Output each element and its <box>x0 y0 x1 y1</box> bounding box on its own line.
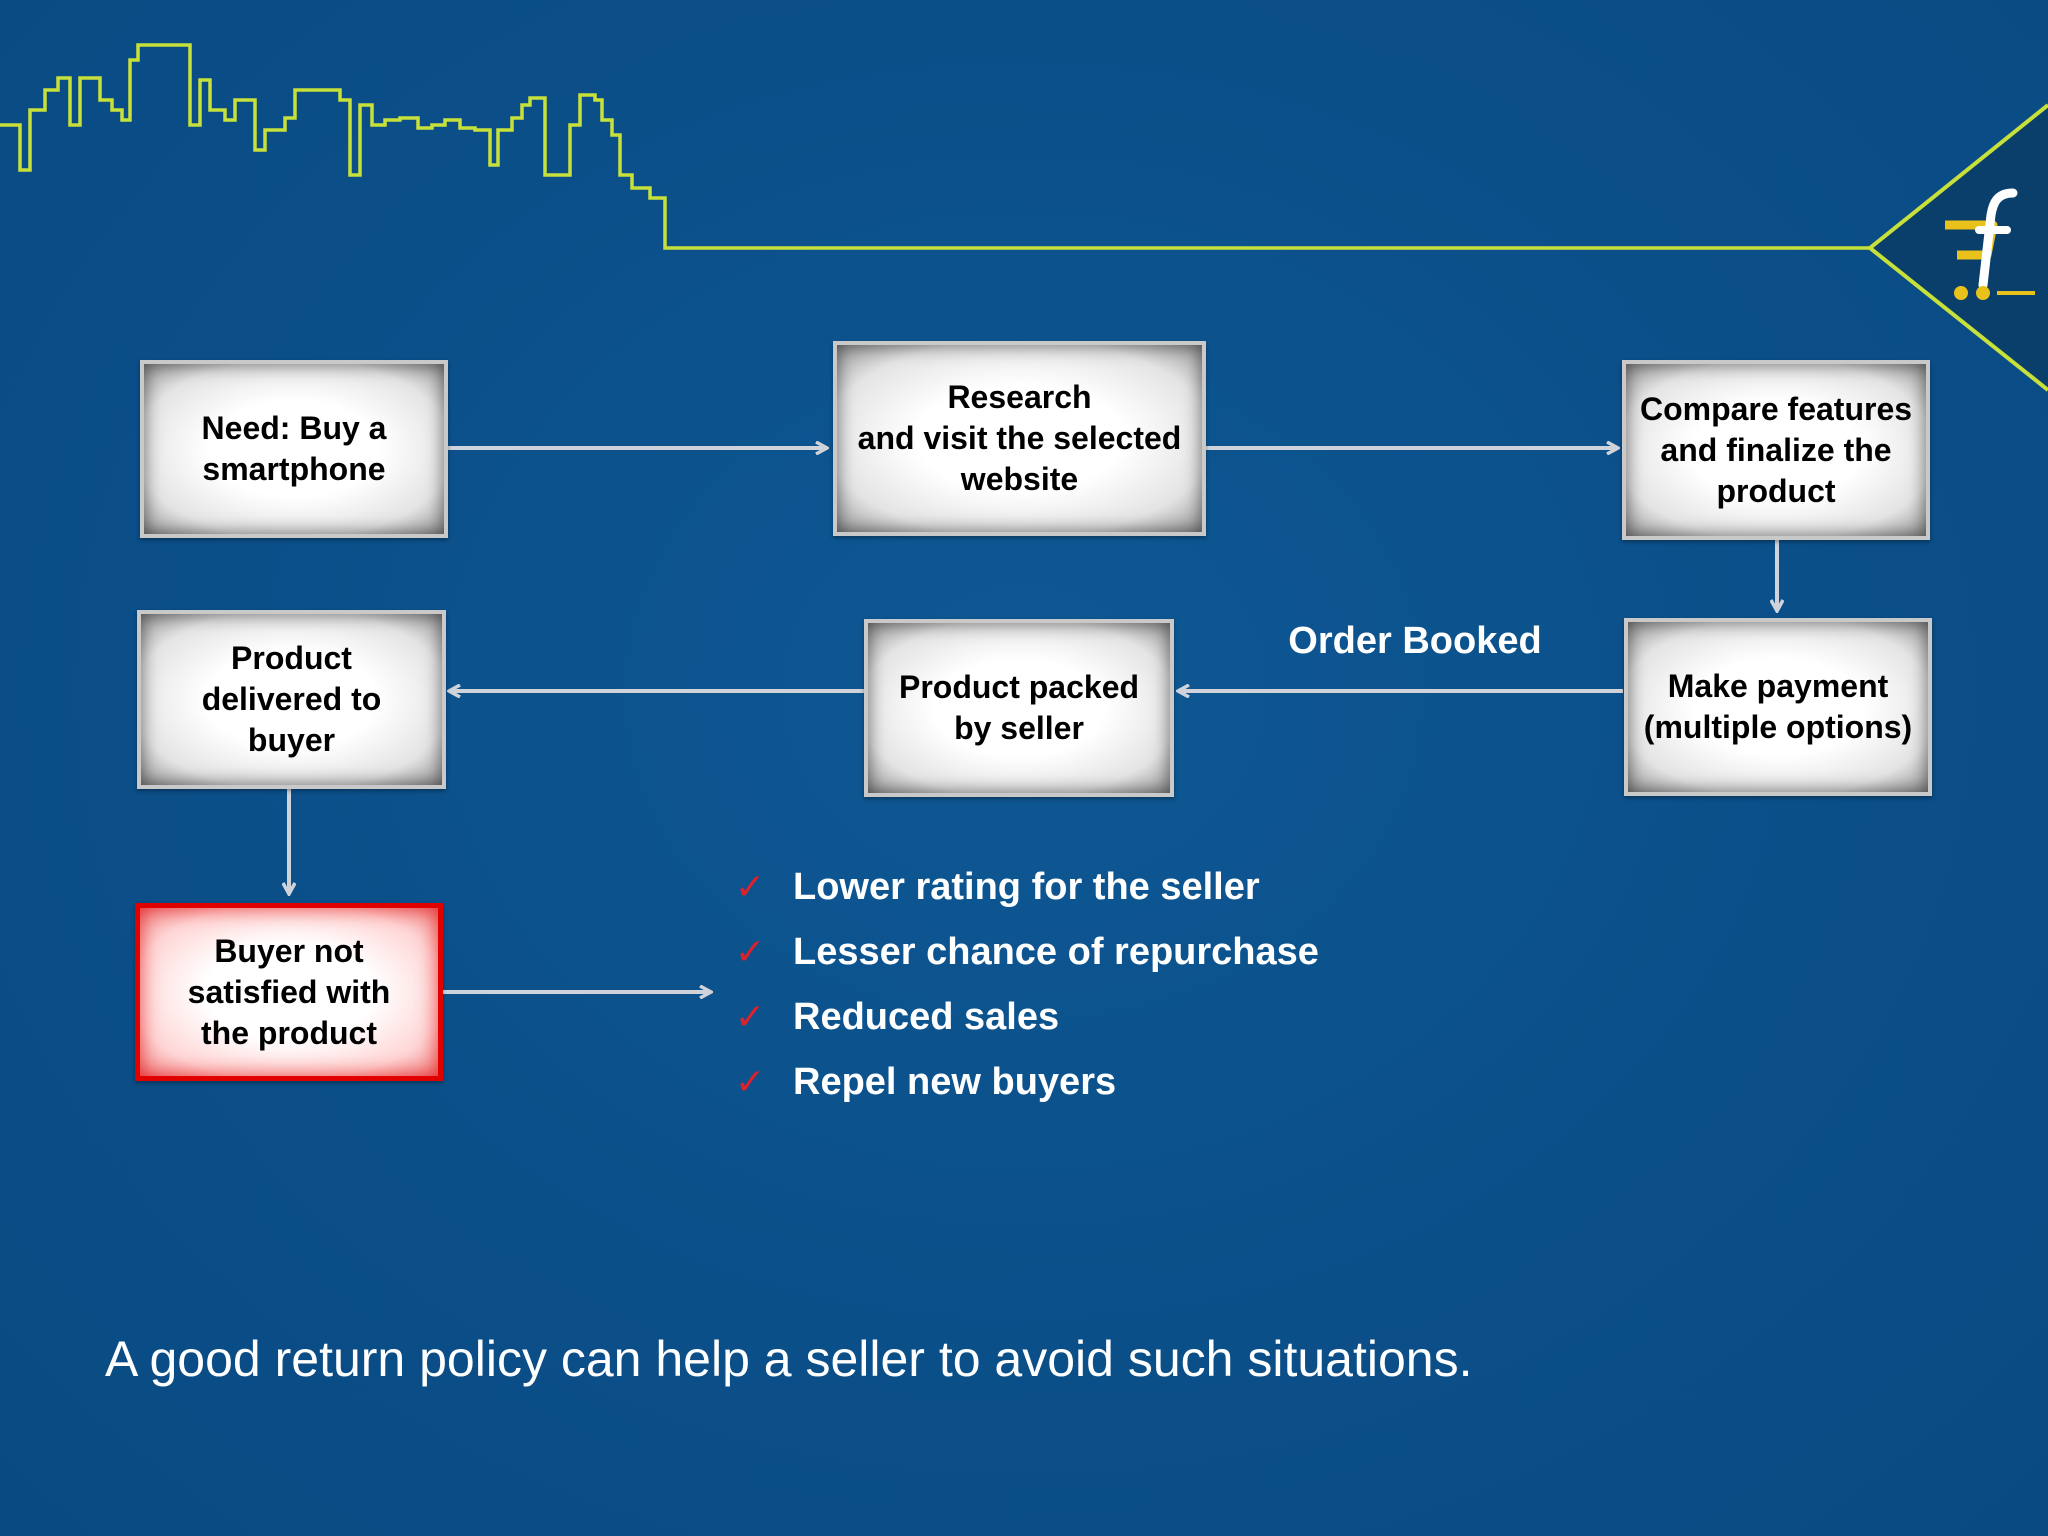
step-packed-box: Product packed by seller <box>864 619 1174 797</box>
step-research-box: Research and visit the selected website <box>833 341 1206 536</box>
list-item: ✓ Lower rating for the seller <box>735 855 1319 920</box>
step-compare-line-3: product <box>1716 472 1836 509</box>
consequence-text: Lower rating for the seller <box>793 866 1260 908</box>
step-packed-line-2: by seller <box>954 710 1084 746</box>
step-payment-box: Make payment (multiple options) <box>1624 618 1932 796</box>
step-delivered-line-1: Product <box>231 640 352 676</box>
step-delivered-line-2: delivered to <box>201 681 382 717</box>
consequence-text: Repel new buyers <box>793 1061 1117 1103</box>
step-need-line-1: Need: Buy a <box>201 410 387 446</box>
consequences-list: ✓ Lower rating for the seller ✓ Lesser c… <box>735 855 1319 1115</box>
step-unsatisfied-line-1: Buyer not <box>214 932 364 969</box>
footer-statement: A good return policy can help a seller t… <box>105 1331 1473 1387</box>
step-delivered-line-3: buyer <box>247 722 336 758</box>
city-skyline <box>0 43 1870 250</box>
list-item: ✓ Repel new buyers <box>735 1050 1319 1115</box>
flipkart-cart-icon <box>1945 188 2035 300</box>
step-need-line-2: smartphone <box>202 451 386 487</box>
step-unsatisfied-line-3: the product <box>201 1014 377 1051</box>
step-payment-line-2: (multiple options) <box>1643 709 1913 745</box>
consequence-text: Lesser chance of repurchase <box>793 931 1319 973</box>
step-packed-line-1: Product packed <box>898 669 1140 705</box>
logo-diamond-outline <box>1866 103 2048 392</box>
list-item: ✓ Lesser chance of repurchase <box>735 920 1319 985</box>
step-compare-line-2: and finalize the <box>1660 431 1892 468</box>
check-icon: ✓ <box>735 997 766 1038</box>
check-icon: ✓ <box>735 867 766 908</box>
step-compare-line-1: Compare features <box>1639 390 1913 427</box>
step-payment-line-1: Make payment <box>1667 668 1889 704</box>
step-unsatisfied-box: Buyer not satisfied with the product <box>135 903 443 1081</box>
step-need-box: Need: Buy a smartphone <box>140 360 448 538</box>
step-delivered-box: Product delivered to buyer <box>137 610 446 789</box>
list-item: ✓ Reduced sales <box>735 985 1319 1050</box>
step-unsatisfied-line-2: satisfied with <box>187 973 391 1010</box>
order-booked-label: Order Booked <box>1288 620 1542 662</box>
step-research-line-3: website <box>960 461 1079 497</box>
check-icon: ✓ <box>735 1062 766 1103</box>
step-compare-box: Compare features and finalize the produc… <box>1622 360 1930 540</box>
step-research-line-1: Research <box>947 379 1092 415</box>
logo-diamond <box>1870 105 2048 390</box>
check-icon: ✓ <box>735 932 766 973</box>
consequence-text: Reduced sales <box>793 996 1060 1038</box>
step-research-line-2: and visit the selected <box>857 420 1182 456</box>
